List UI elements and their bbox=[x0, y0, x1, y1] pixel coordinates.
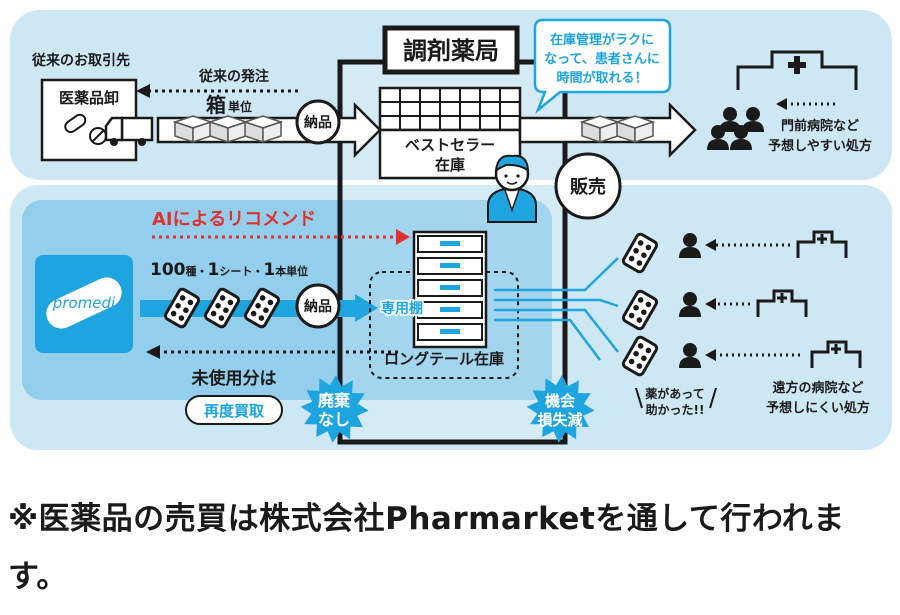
sale-badge-label: 販売 bbox=[570, 176, 606, 198]
pharmacy-sign bbox=[382, 25, 520, 75]
unit-label: 100種・1シート・1本単位 bbox=[150, 260, 308, 280]
hospital-icon bbox=[736, 50, 858, 90]
delivery-badge-upper bbox=[295, 99, 341, 145]
pharmacy-title: 調剤薬局 bbox=[403, 37, 499, 65]
shelf-label: 専用棚 bbox=[381, 300, 423, 317]
rebuy-pill bbox=[185, 395, 283, 425]
rebuy-label: 再度買取 bbox=[204, 402, 265, 420]
ai-recommend-label: AIによるリコメンド bbox=[152, 209, 316, 230]
relief-label-1: 薬があって bbox=[645, 386, 704, 401]
delivery-badge-upper-label: 納品 bbox=[304, 114, 332, 131]
speech-bubble bbox=[533, 18, 672, 114]
delivery-badge-lower bbox=[295, 283, 341, 329]
loss-reduction-line-1: 機会 bbox=[545, 392, 575, 410]
order-label: 従来の発注 bbox=[198, 68, 269, 85]
pharmacist-icon bbox=[487, 154, 537, 223]
no-waste-line-2: なし bbox=[318, 410, 350, 429]
box-unit-big: 箱 bbox=[206, 93, 226, 117]
far-label-1: 遠方の病院など bbox=[772, 380, 863, 396]
delivery-badge-lower-label: 納品 bbox=[304, 298, 332, 315]
dispense-lines bbox=[494, 257, 619, 361]
source-label: 従来のお取引先 bbox=[31, 52, 130, 69]
loss-reduction-burst bbox=[526, 375, 595, 443]
speech-line-1: 在庫管理がラクに bbox=[550, 32, 654, 48]
bestseller-label-1: ベストセラー bbox=[405, 136, 495, 154]
promedi-logo: promedi bbox=[52, 294, 116, 312]
box-icon bbox=[209, 115, 247, 143]
longtail-area bbox=[369, 271, 519, 379]
longtail-label: ロングテール在庫 bbox=[384, 350, 504, 368]
far-label-2: 予想しにくい処方 bbox=[766, 400, 870, 416]
loss-reduction-line-2: 損失減 bbox=[537, 411, 582, 429]
no-waste-line-1: 廃棄 bbox=[318, 391, 351, 410]
nearby-label-1: 門前病院など bbox=[781, 118, 859, 134]
relief-label-2: 助かった!! bbox=[646, 402, 705, 417]
pills-icon bbox=[64, 113, 107, 145]
box-icon bbox=[616, 115, 654, 143]
box-icon bbox=[581, 115, 619, 143]
speech-line-2: なって、患者さんに bbox=[544, 51, 660, 67]
truck-icon bbox=[104, 116, 154, 146]
footer-note: ※医薬品の売買は株式会社Pharmarketを通して行われます。 bbox=[8, 501, 845, 595]
unused-label: 未使用分は bbox=[191, 368, 277, 389]
wholesaler-label: 医薬品卸 bbox=[59, 89, 119, 107]
distribution-diagram: 調剤薬局 従来のお取引先 医薬品卸 従来の発注 箱 単位 納品 ベストセラー 在… bbox=[10, 10, 892, 450]
sale-badge bbox=[554, 152, 622, 220]
box-icon bbox=[244, 115, 282, 143]
nearby-label-2: 予想しやすい処方 bbox=[768, 138, 872, 154]
box-icon bbox=[174, 115, 212, 143]
speech-line-3: 時間が取れる！ bbox=[556, 70, 647, 86]
no-waste-burst bbox=[300, 375, 369, 443]
bestseller-shelf bbox=[378, 86, 522, 180]
drawer-cabinet bbox=[412, 230, 488, 349]
box-unit-small: 単位 bbox=[228, 99, 252, 114]
bestseller-label-2: 在庫 bbox=[435, 156, 465, 174]
